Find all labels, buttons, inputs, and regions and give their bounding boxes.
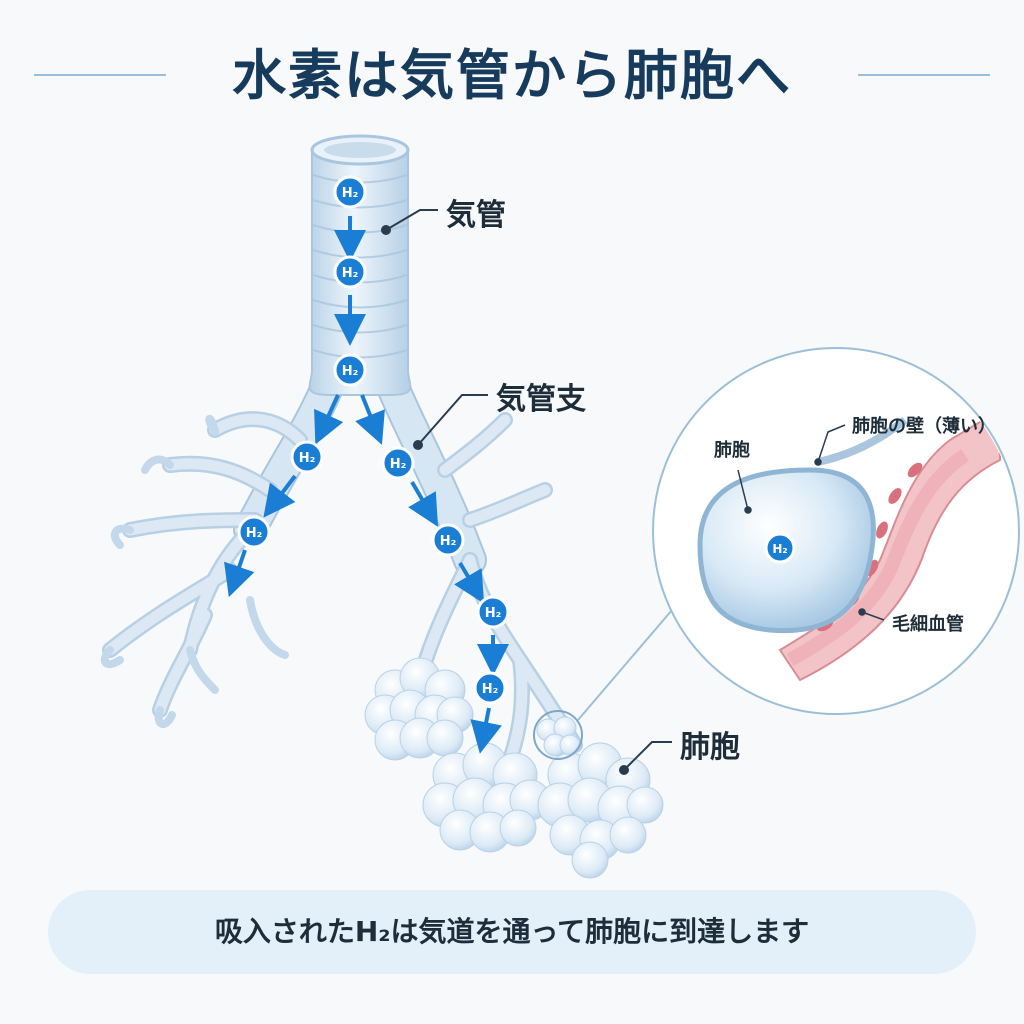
- h2-molecule: H₂: [290, 440, 324, 474]
- bronchi-label: 気管支: [496, 382, 586, 417]
- h2-molecule-inset: H₂: [764, 532, 796, 564]
- alveolar-cluster-middle: [422, 742, 551, 853]
- svg-text:H₂: H₂: [482, 682, 499, 697]
- magnifier: [533, 609, 673, 760]
- svg-text:H₂: H₂: [772, 542, 787, 556]
- h2-molecule: H₂: [476, 595, 510, 629]
- title-row: 水素は気管から肺胞へ: [0, 40, 1024, 110]
- svg-text:H₂: H₂: [299, 451, 316, 466]
- bronchial-tree: [100, 363, 583, 768]
- svg-text:H₂: H₂: [485, 606, 502, 621]
- h2-molecule: H₂: [237, 515, 271, 549]
- flow-arrows: [224, 216, 509, 754]
- bronchi-leader-dot: [413, 440, 423, 450]
- h2-molecule: H₂: [333, 175, 367, 209]
- title-divider-left: [34, 74, 166, 76]
- page-title: 水素は気管から肺胞へ: [232, 44, 792, 107]
- inset-wall-label: 肺胞の壁（薄い）: [852, 416, 996, 437]
- leader-lines: [381, 209, 672, 775]
- trachea-label: 気管: [446, 198, 506, 233]
- alveoli-leader-dot: [619, 765, 629, 775]
- caption-banner: 吸入されたH₂は気道を通って肺胞に到達します: [48, 890, 976, 974]
- h2-molecule: H₂: [333, 353, 367, 387]
- svg-text:H₂: H₂: [342, 364, 359, 379]
- trachea-leader-dot: [381, 225, 391, 235]
- alveoli-label: 肺胞: [680, 730, 740, 765]
- inset-alveolus-label: 肺胞: [714, 440, 750, 461]
- alveolar-cluster-small: [536, 716, 581, 757]
- svg-text:H₂: H₂: [342, 186, 359, 201]
- h2-molecule: H₂: [381, 446, 415, 480]
- h2-molecule: H₂: [431, 523, 465, 557]
- alveolar-cluster-left: [364, 657, 474, 761]
- h2-molecules: H₂ H₂ H₂ H₂ H₂ H₂ H₂ H₂: [237, 175, 510, 705]
- alveolar-clusters: [364, 657, 664, 879]
- inset-capillary-label: 毛細血管: [892, 614, 964, 635]
- inset-view: H₂: [652, 347, 1020, 715]
- svg-text:H₂: H₂: [440, 534, 457, 549]
- svg-text:H₂: H₂: [246, 526, 263, 541]
- title-divider-right: [858, 74, 990, 76]
- svg-text:H₂: H₂: [342, 266, 359, 281]
- h2-molecule: H₂: [333, 255, 367, 289]
- alveolar-cluster-right: [537, 742, 664, 879]
- h2-molecule: H₂: [473, 671, 507, 705]
- svg-text:H₂: H₂: [390, 457, 407, 472]
